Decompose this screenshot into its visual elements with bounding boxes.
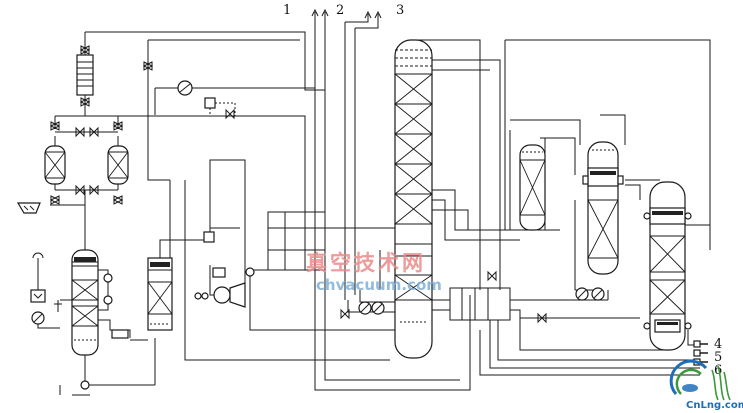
- brand-logo: CnLng.com: [669, 359, 743, 411]
- brand-grass-icon: [711, 365, 731, 401]
- brand-logo-text: CnLng.com: [686, 400, 743, 411]
- argon-column-2: [643, 181, 692, 351]
- crude-argon-column: [519, 144, 546, 231]
- argon-pumps: [358, 287, 605, 315]
- stream-label-2: 2: [336, 3, 344, 18]
- control-loop: [204, 97, 236, 116]
- stream-label-4: 4: [714, 337, 722, 352]
- stream-label-5: 5: [714, 350, 722, 365]
- stream-label-3: 3: [396, 3, 404, 18]
- watermark-url: chvacuum.com: [316, 276, 442, 294]
- outlet-arrows: [311, 8, 382, 19]
- left-instruments: [30, 252, 129, 390]
- expansion-turbine: [194, 231, 255, 308]
- stream-label-6: 6: [714, 363, 722, 378]
- brand-drop-icon: [682, 384, 698, 392]
- adsorber-right: [107, 136, 129, 190]
- stream-label-1: 1: [283, 3, 291, 18]
- main-distillation-column: [394, 39, 433, 359]
- argon-column-1: [582, 141, 624, 275]
- valves: [49, 45, 547, 324]
- adsorber-left: [44, 136, 66, 190]
- pump-top: [177, 80, 193, 96]
- water-cooling-tower: [147, 257, 173, 331]
- watermark-text: 真空技术网: [306, 250, 426, 275]
- air-filter: [76, 54, 94, 96]
- precooling-tower: [71, 245, 99, 356]
- vent-silencer: [16, 202, 41, 214]
